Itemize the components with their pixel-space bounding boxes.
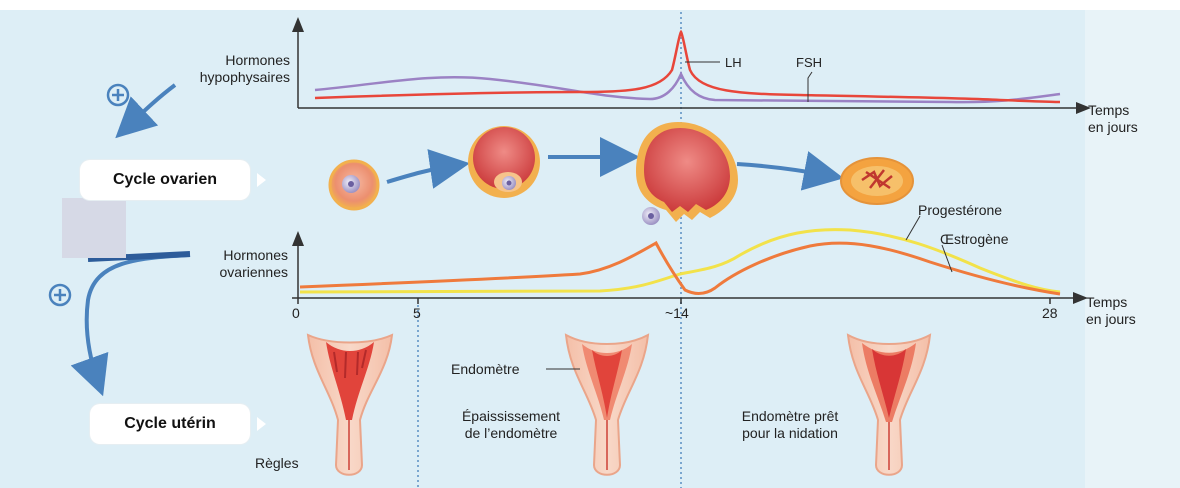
pret-caption: Endomètre prêt pour la nidation xyxy=(710,408,870,442)
uterus-ready-illustration xyxy=(848,335,930,475)
ovarian-cycle-pointer xyxy=(257,173,266,187)
uterine-cycle-text: Cycle utérin xyxy=(124,415,216,433)
tick-label-28: 28 xyxy=(1042,305,1058,322)
primary-follicle-illustration xyxy=(330,161,378,209)
oestrogene-label: Œstrogène xyxy=(940,231,1008,248)
lh-label: LH xyxy=(725,54,742,71)
top-x-axis-label: Temps en jours xyxy=(1088,102,1168,136)
tick-label-14: ~14 xyxy=(665,305,689,322)
plus-circle-icon xyxy=(108,85,128,105)
uterine-cycle-label: Cycle utérin xyxy=(90,404,250,444)
tick-label-5: 5 xyxy=(413,305,421,322)
ovarian-cycle-label: Cycle ovarien xyxy=(80,160,250,200)
epaississement-caption: Épaississement de l’endomètre xyxy=(436,408,586,442)
placeholder-square xyxy=(62,198,126,258)
fsh-leader xyxy=(808,72,812,102)
top-chart-y-label: Hormones hypophysaires xyxy=(150,52,290,86)
ovulating-follicle-illustration xyxy=(636,122,738,225)
plus-circle-icon xyxy=(50,285,70,305)
feedback-arrow-top xyxy=(124,85,175,130)
arrow-follicle-1 xyxy=(387,165,458,182)
progesterone-label: Progestérone xyxy=(918,202,1002,219)
uterine-cycle-pointer xyxy=(257,417,266,431)
progesterone-leader xyxy=(906,216,920,240)
regles-caption: Règles xyxy=(255,455,299,472)
bottom-chart-y-label: Hormones ovariennes xyxy=(150,247,288,281)
uterus-menstruation-illustration xyxy=(308,335,392,475)
corpus-luteum-illustration xyxy=(841,158,913,204)
fsh-label: FSH xyxy=(796,54,822,71)
bottom-x-axis-label: Temps en jours xyxy=(1086,294,1166,328)
arrow-follicle-3 xyxy=(737,164,832,176)
uterus-thickening-illustration xyxy=(566,335,648,475)
ovarian-cycle-text: Cycle ovarien xyxy=(113,171,217,189)
lh-curve xyxy=(315,32,1060,102)
secondary-follicle-illustration xyxy=(468,126,540,198)
tick-label-0: 0 xyxy=(292,305,300,322)
endometre-caption: Endomètre xyxy=(451,361,519,378)
